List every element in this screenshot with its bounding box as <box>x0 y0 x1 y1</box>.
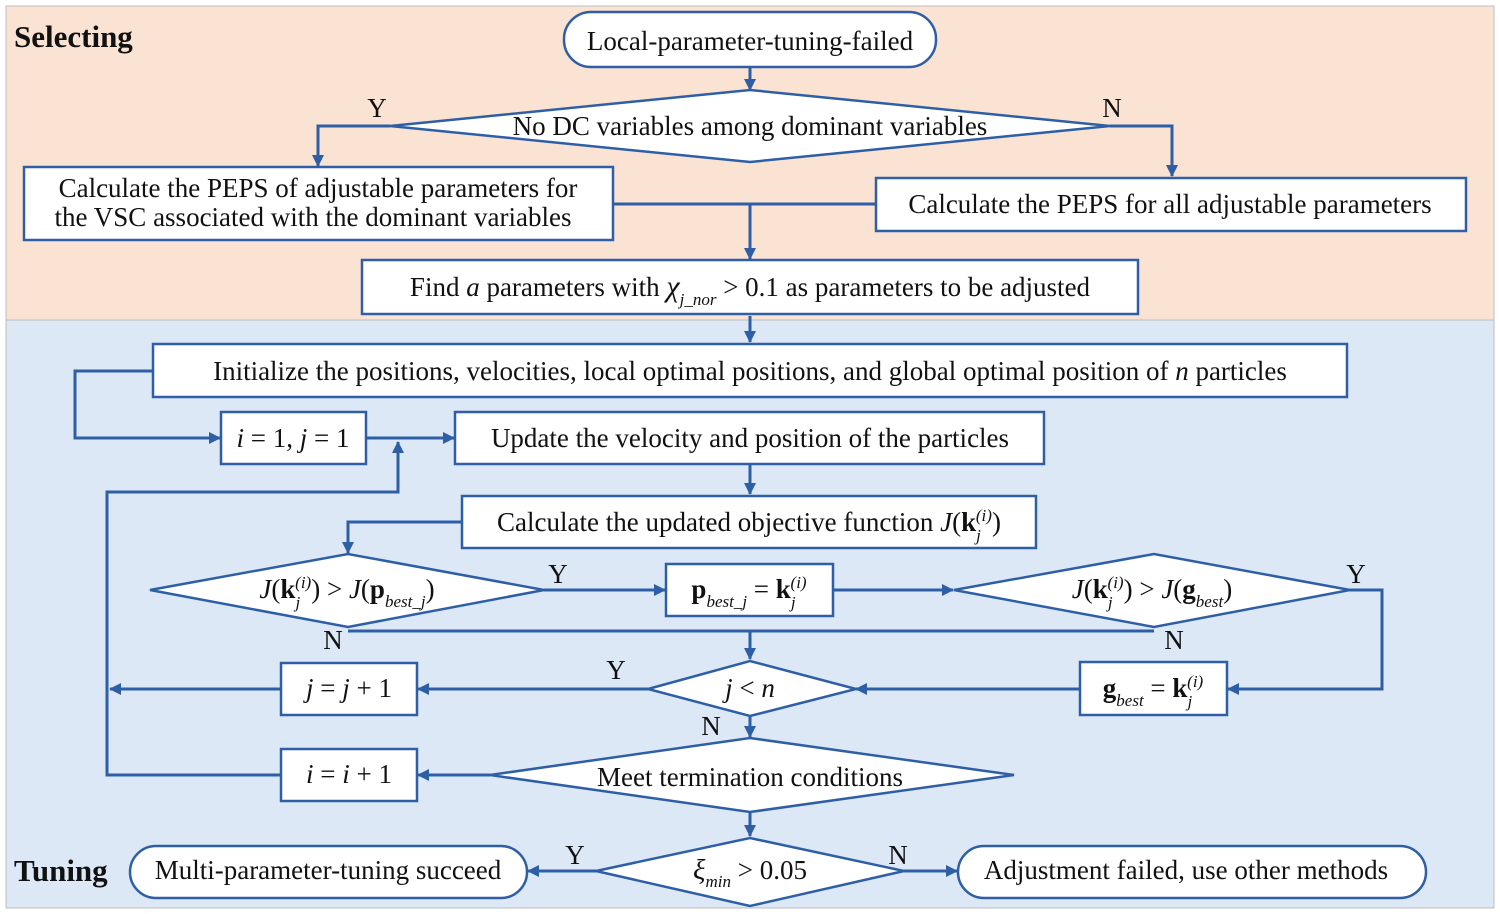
j-lt-n-label: j < n <box>722 673 775 703</box>
pbest-no-label: N <box>323 625 343 655</box>
success-label: Multi-parameter-tuning succeed <box>155 855 502 885</box>
terminate-label: Meet termination conditions <box>597 762 903 792</box>
find-a-box <box>360 258 1140 316</box>
peps-vsc-label-1: Calculate the PEPS of adjustable paramet… <box>59 173 578 203</box>
i-inc-label: i = i + 1 <box>306 759 392 789</box>
set-gbest-box <box>1078 660 1229 717</box>
peps-all-box <box>874 176 1468 233</box>
edge-calc-cmp <box>342 520 462 554</box>
update-box <box>453 410 1046 466</box>
xi-yes-label: Y <box>565 840 585 870</box>
j-inc-box <box>279 661 419 717</box>
initialize-label: Initialize the positions, velocities, lo… <box>213 356 1287 386</box>
init-ij-box <box>219 410 368 466</box>
edge-dc-yes <box>312 124 390 167</box>
tuning-zone-label: Tuning <box>14 853 108 888</box>
xi-check-label: ξmin > 0.05 <box>693 854 807 891</box>
terminate-diamond <box>489 736 1015 814</box>
calc-obj-box <box>460 494 1038 550</box>
j-inc-label: j = j + 1 <box>303 673 392 703</box>
xi-check-diamond <box>595 836 905 908</box>
init-ij-label: i = 1, j = 1 <box>237 423 350 453</box>
dc-yes-label: Y <box>367 93 387 123</box>
set-gbest-label: gbest = kj(i) <box>1103 672 1204 711</box>
update-label: Update the velocity and position of the … <box>491 423 1009 453</box>
gbest-no-label: N <box>1164 625 1184 655</box>
i-inc-box <box>279 747 419 803</box>
dc-check-label: No DC variables among dominant variables <box>513 111 988 141</box>
pbest-yes-label: Y <box>548 559 568 589</box>
initialize-box <box>151 342 1349 399</box>
cmp-pbest-diamond <box>149 552 545 629</box>
set-pbest-label: pbest_j = kj(i) <box>691 573 807 612</box>
set-pbest-box <box>664 562 835 618</box>
jlt-yes-label: Y <box>606 655 626 685</box>
xi-no-label: N <box>888 840 908 870</box>
edge-loop-back <box>105 441 404 777</box>
gbest-yes-label: Y <box>1346 559 1366 589</box>
peps-all-label: Calculate the PEPS for all adjustable pa… <box>908 189 1431 219</box>
failed-node <box>956 844 1428 900</box>
dc-check-diamond <box>389 88 1111 164</box>
peps-vsc-box <box>22 165 615 242</box>
cmp-gbest-diamond <box>953 552 1351 629</box>
jlt-no-label: N <box>701 711 721 741</box>
edge-init-ij <box>73 369 221 444</box>
start-node <box>562 10 938 69</box>
edge-cmp-gbest-yes <box>1227 588 1384 695</box>
j-lt-n-diamond <box>643 659 861 718</box>
edge-dc-no <box>1110 124 1178 177</box>
dc-no-label: N <box>1102 93 1122 123</box>
start-label: Local-parameter-tuning-failed <box>587 26 914 56</box>
success-node <box>128 844 529 900</box>
peps-vsc-label-2: the VSC associated with the dominant var… <box>55 202 572 232</box>
failed-label: Adjustment failed, use other methods <box>984 855 1388 885</box>
selecting-zone-label: Selecting <box>14 19 133 54</box>
